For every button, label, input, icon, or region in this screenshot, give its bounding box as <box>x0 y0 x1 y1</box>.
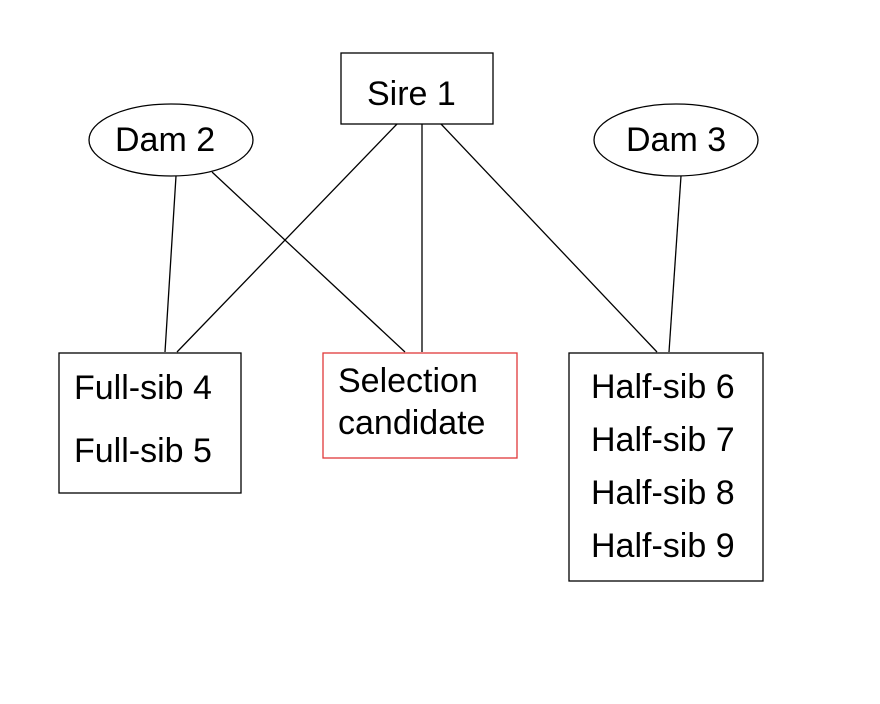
half-sib-item: Half-sib 6 <box>591 368 735 406</box>
sire-box <box>340 52 494 125</box>
edge-dam2-candidate <box>211 171 406 353</box>
full-sibs-box <box>58 352 242 494</box>
half-sib-item: Half-sib 8 <box>591 474 735 512</box>
candidate-label-line1: Selection <box>338 362 478 400</box>
full-sib-item: Full-sib 5 <box>74 432 212 470</box>
full-sib-item: Full-sib 4 <box>74 369 212 407</box>
sire-label: Sire 1 <box>367 75 456 113</box>
edge-dam2-fullsibs <box>164 175 177 353</box>
dam-left-ellipse <box>88 103 254 177</box>
edge-sire-fullsibs <box>176 123 398 353</box>
half-sib-item: Half-sib 9 <box>591 527 735 565</box>
dam-right-ellipse <box>593 103 759 177</box>
candidate-box <box>322 352 518 459</box>
candidate-label-line2: candidate <box>338 404 486 442</box>
half-sibs-box <box>568 352 764 582</box>
edge-sire-halfsibs <box>440 123 658 353</box>
dam-right-label: Dam 3 <box>626 121 727 159</box>
edge-dam3-halfsibs <box>668 175 682 353</box>
dam-left-label: Dam 2 <box>115 121 216 159</box>
half-sib-item: Half-sib 7 <box>591 421 735 459</box>
